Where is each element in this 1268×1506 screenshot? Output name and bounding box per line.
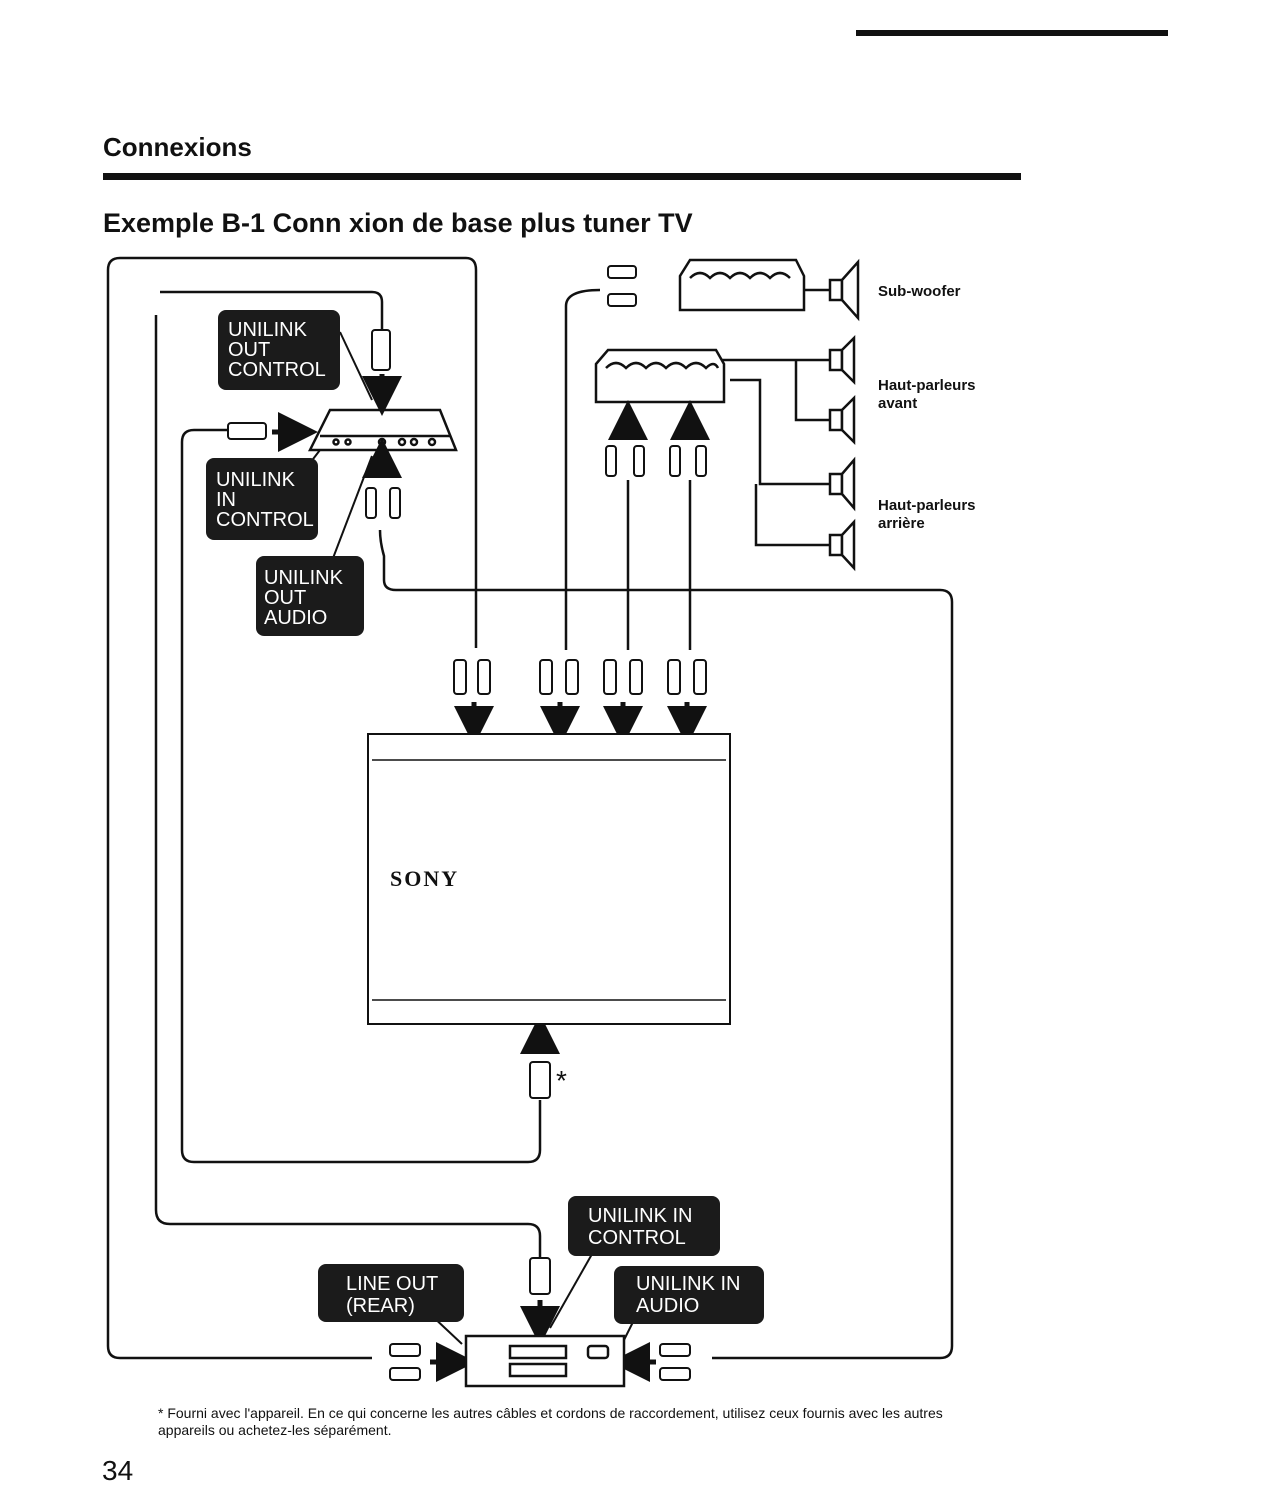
unilink-in-control-label-2: IN [216, 489, 236, 511]
unilink-out-control-label-1: UNILINK [228, 319, 308, 341]
unilink-out-audio-label-2: OUT [264, 587, 306, 609]
unilink-in-control-label-1: UNILINK [216, 469, 296, 491]
front-speakers-label-1: Haut-parleurs [878, 377, 976, 394]
rear-speaker-2 [828, 518, 856, 572]
rca-connectors [227, 265, 707, 1381]
hu-unilink-in-control-label-2: CONTROL [588, 1227, 686, 1249]
unilink-out-audio-label-3: AUDIO [264, 607, 327, 629]
sony-processor [367, 733, 731, 1025]
page-number: 34 [102, 1455, 134, 1486]
front-speakers-label-2: avant [878, 395, 917, 412]
unilink-out-control-label-3: CONTROL [228, 359, 326, 381]
label-boxes [206, 310, 764, 1324]
rear-speaker-1 [828, 456, 856, 512]
line-out-rear-label-2: (REAR) [346, 1295, 415, 1317]
asterisk-marker: * [556, 1065, 567, 1096]
speakers [828, 258, 860, 572]
footnote: * Fourni avec l'appareil. En ce qui conc… [158, 1405, 943, 1438]
label-texts: UNILINK OUT CONTROL UNILINK IN CONTROL U… [216, 319, 740, 1317]
front-rear-amplifier [594, 348, 726, 404]
cables [106, 256, 954, 1360]
section-rule [103, 173, 1021, 180]
front-speaker-1 [828, 334, 856, 386]
head-unit [464, 1334, 626, 1388]
hu-unilink-in-audio-label-2: AUDIO [636, 1295, 699, 1317]
line-out-rear-label-1: LINE OUT [346, 1273, 438, 1295]
top-rule [856, 30, 1168, 36]
unilink-in-control-label-3: CONTROL [216, 509, 314, 531]
sony-logo: SONY [390, 866, 459, 891]
rear-speakers-label-1: Haut-parleurs [878, 497, 976, 514]
front-speaker-2 [828, 394, 856, 446]
unilink-out-control-label-2: OUT [228, 339, 270, 361]
example-title: Exemple B-1 Conn xion de base plus tuner… [103, 208, 693, 238]
hu-unilink-in-control-label-1: UNILINK IN [588, 1205, 692, 1227]
sub-woofer-speaker [828, 258, 860, 322]
sub-woofer-label: Sub-woofer [878, 283, 961, 300]
tv-tuner [307, 408, 458, 452]
arrows [272, 374, 710, 1382]
hu-unilink-in-audio-label-1: UNILINK IN [636, 1273, 740, 1295]
section-title: Connexions [103, 132, 252, 162]
rear-speakers-label-2: arrière [878, 515, 925, 532]
speaker-labels: Sub-woofer Haut-parleurs avant Haut-parl… [878, 283, 976, 532]
sub-woofer-amplifier [678, 258, 806, 312]
unilink-out-audio-label-1: UNILINK [264, 567, 344, 589]
